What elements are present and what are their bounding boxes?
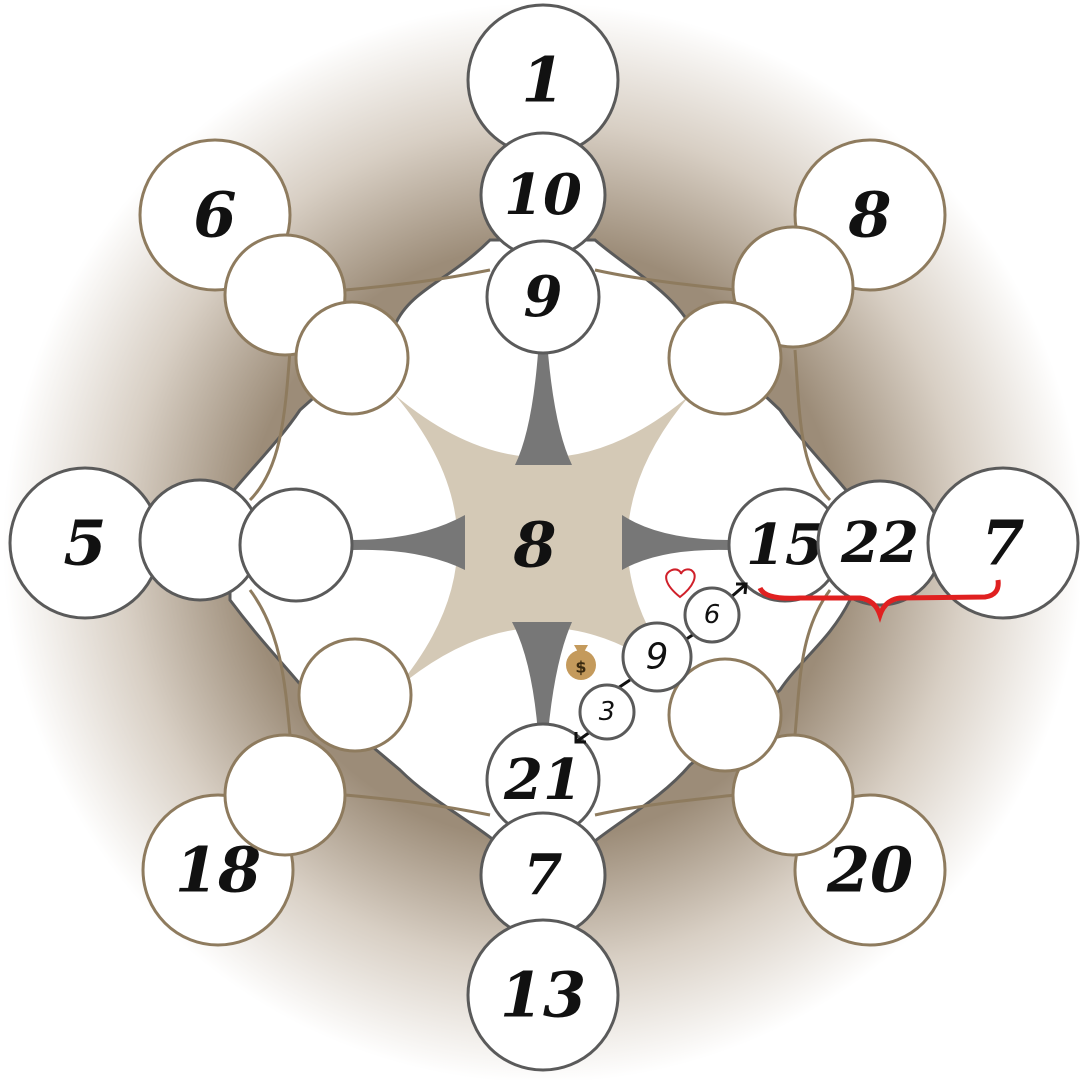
lower-left-circle-1-number: 18	[175, 834, 261, 907]
chain-circle-1-number: 6	[704, 600, 721, 630]
right-circle-3	[926, 466, 1080, 620]
bottom-circle-1-number: 21	[503, 747, 582, 813]
outer-tan-ring	[248, 268, 832, 817]
chain-circle-3	[578, 683, 636, 741]
top-circle-2-number: 10	[504, 162, 582, 228]
left-circle-3	[238, 487, 354, 603]
red-brace	[757, 579, 1001, 623]
top-circle-3	[485, 239, 601, 355]
upper-left-circle-3	[294, 300, 410, 416]
chain-circle-2-number: 9	[646, 637, 669, 678]
bottom-circle-3-number: 13	[500, 959, 586, 1032]
top-circle-3-number: 9	[524, 264, 563, 330]
lower-right-circle-1-number: 20	[826, 834, 913, 907]
top-circle-1-number: 1	[521, 44, 564, 117]
upper-left-circle-1-number: 6	[193, 179, 236, 252]
upper-right-circle-1-number: 8	[847, 179, 891, 252]
chain-circle-2	[621, 621, 693, 693]
wedges	[352, 353, 730, 733]
right-circle-3-number: 7	[981, 507, 1024, 580]
center-number: 8	[512, 509, 556, 582]
svg-text:$: $	[575, 658, 586, 677]
chain-circle-1	[683, 586, 741, 644]
bottom-circle-3	[466, 918, 620, 1072]
lower-right-circle-3	[667, 657, 783, 773]
lower-left-circle-2	[223, 733, 347, 857]
upper-right-circle-3	[667, 300, 783, 416]
chain-circle-3-number: 3	[599, 697, 616, 727]
money-bag-icon: $	[566, 645, 596, 680]
center-star	[395, 395, 690, 690]
right-circle-2-number: 22	[840, 510, 919, 576]
left-circle-1-number: 5	[63, 507, 106, 580]
heart-icon	[665, 568, 696, 599]
right-circle-1-number: 15	[746, 512, 824, 578]
bottom-circle-2-number: 7	[524, 842, 563, 908]
lower-right-circle-2	[731, 733, 855, 857]
lower-left-circle-3	[297, 637, 413, 753]
